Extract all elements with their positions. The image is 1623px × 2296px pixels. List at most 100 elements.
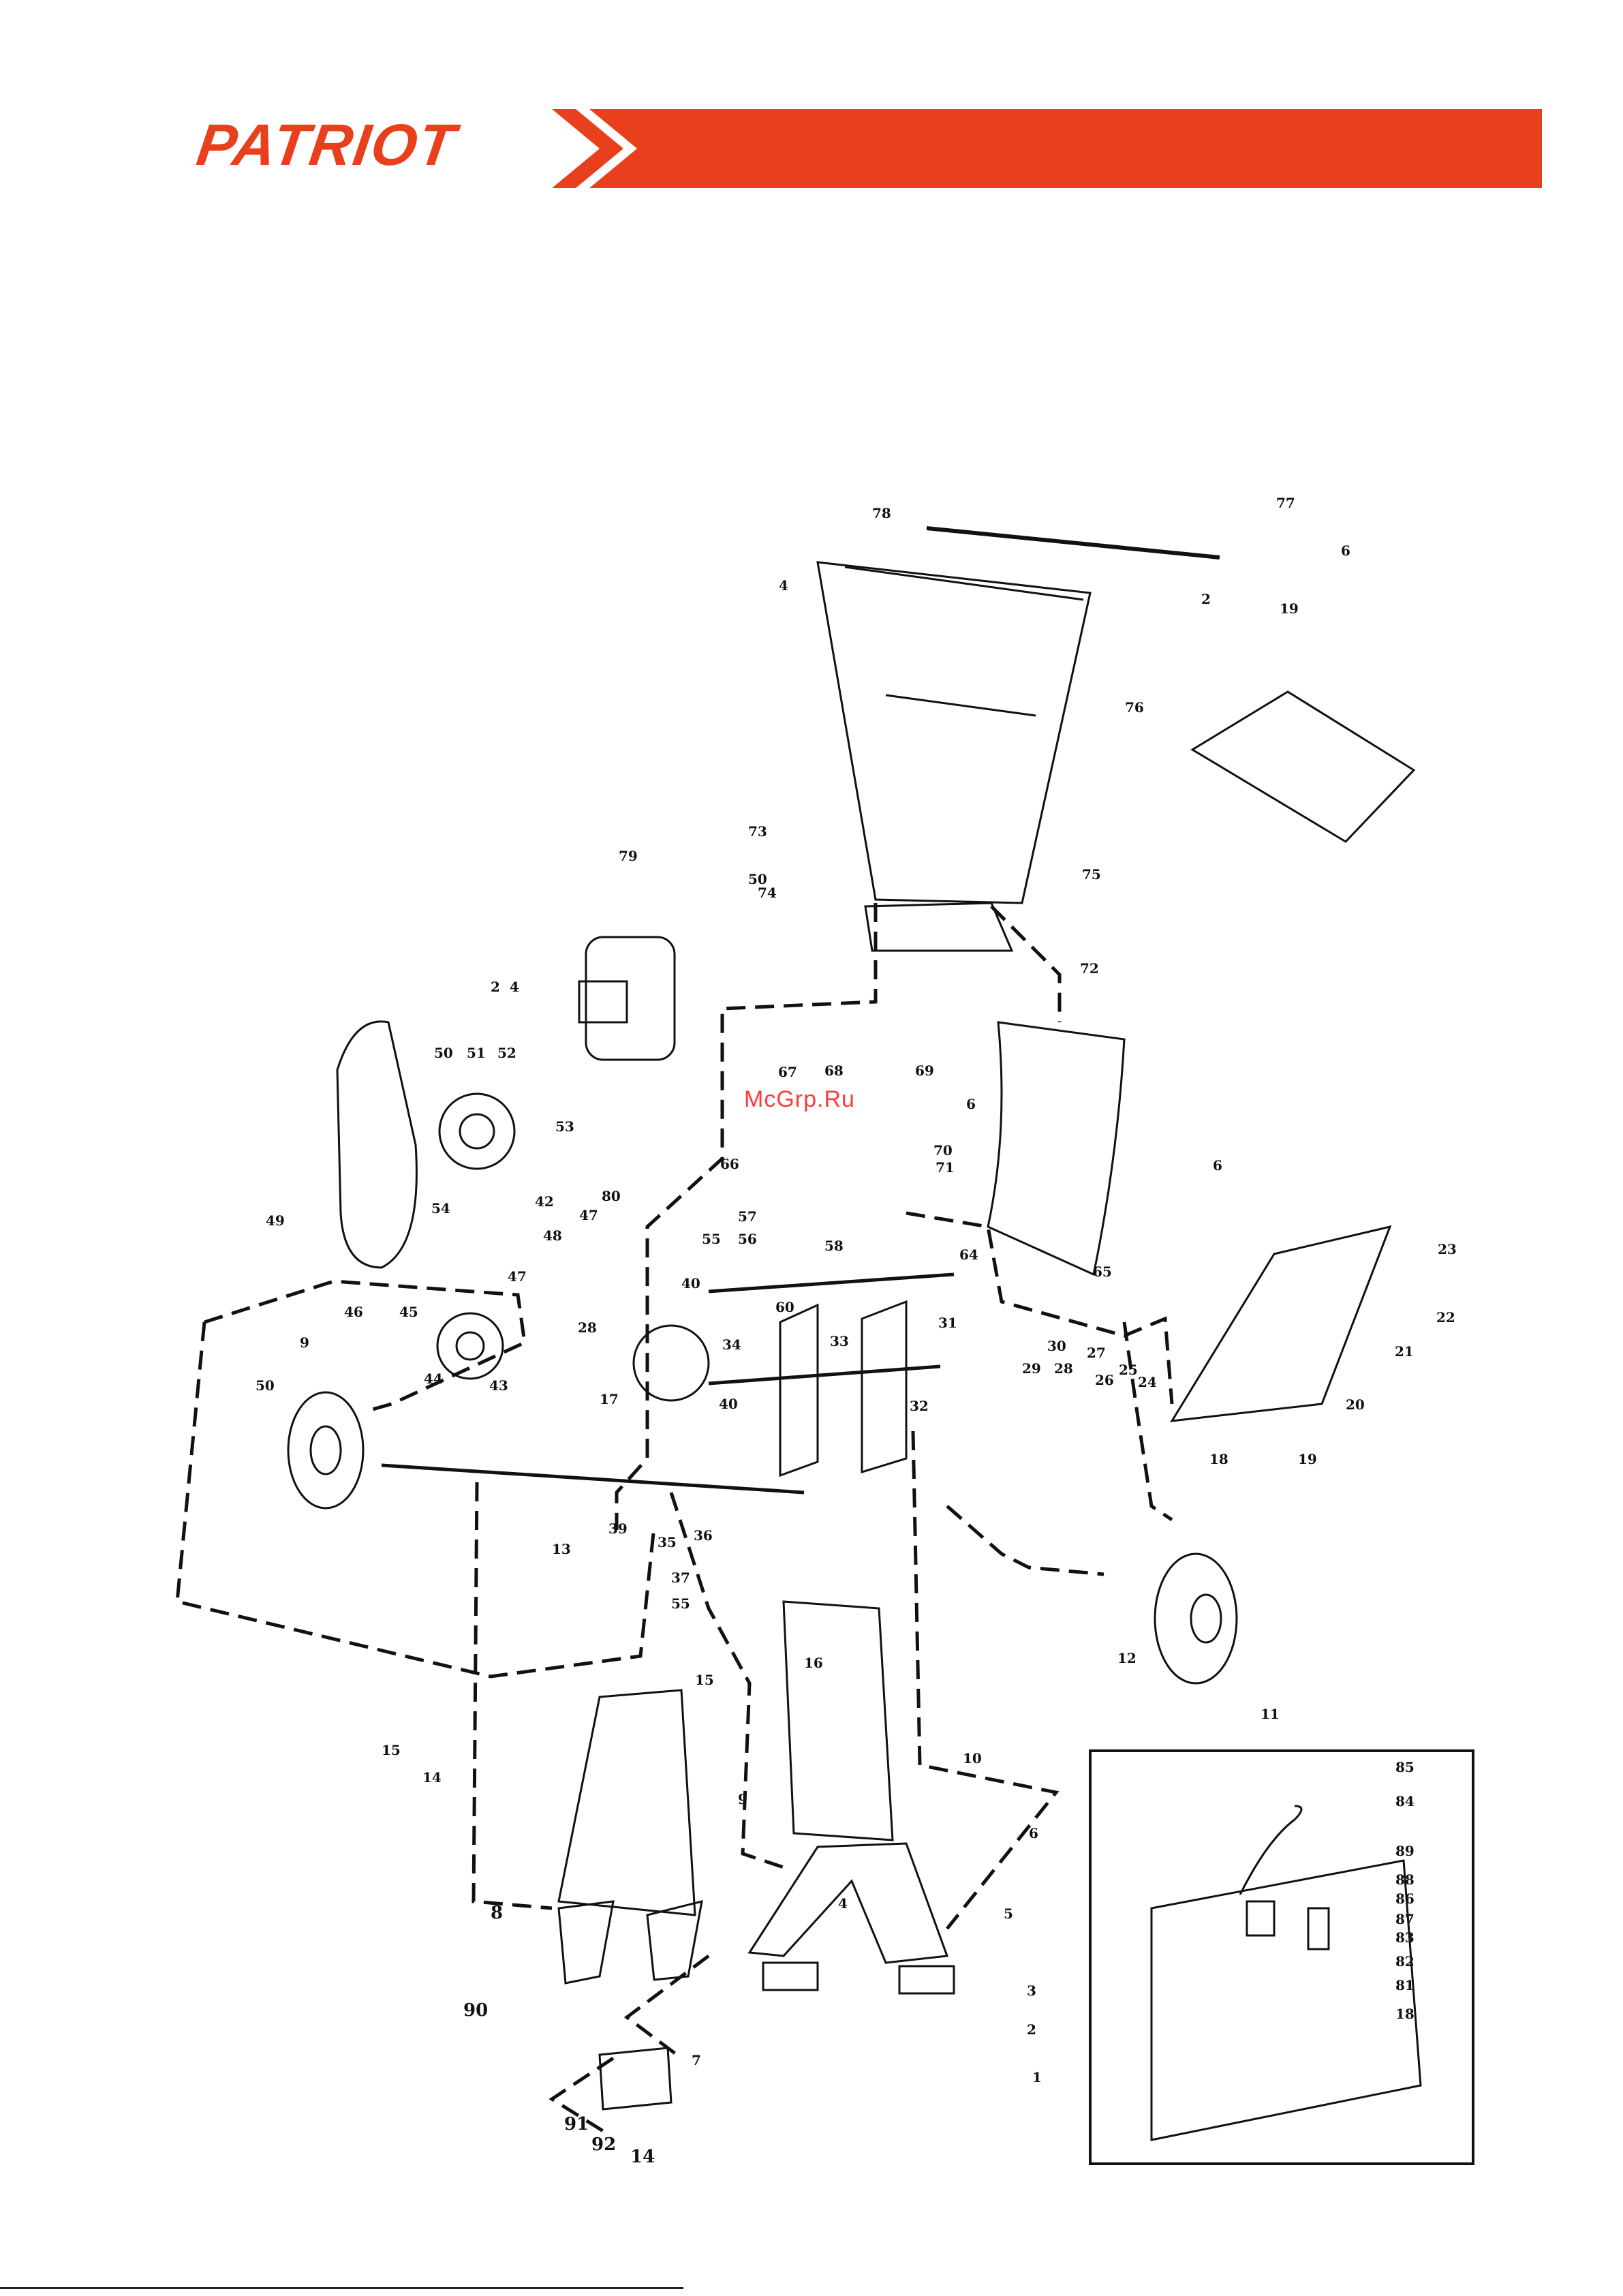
belt-guard: [336, 1020, 418, 1269]
callout-68: 68: [824, 1062, 844, 1079]
callout-52: 52: [497, 1045, 516, 1061]
callout-27: 27: [1087, 1345, 1106, 1361]
engine-block: [585, 936, 676, 1061]
drive-pulley: [436, 1312, 504, 1380]
callout-24: 24: [1138, 1374, 1157, 1390]
callout-47: 47: [508, 1268, 527, 1285]
callout-39: 39: [608, 1520, 628, 1537]
callout-18: 18: [1209, 1451, 1228, 1467]
callout-73: 73: [748, 823, 767, 840]
callout-14: 14: [630, 2147, 655, 2167]
callout-5: 5: [1004, 1905, 1013, 1922]
inset-box: [1089, 1749, 1474, 2165]
callout-66: 66: [720, 1156, 739, 1172]
callout-16: 16: [804, 1655, 823, 1671]
pulley: [438, 1092, 516, 1170]
callout-50: 50: [748, 871, 767, 887]
callout-79: 79: [619, 848, 638, 864]
callout-85: 85: [1395, 1759, 1415, 1775]
hopper-cover-plate: [1190, 690, 1416, 843]
callout-20: 20: [1346, 1396, 1365, 1413]
callout-88: 88: [1395, 1871, 1415, 1888]
callout-9: 9: [300, 1334, 309, 1351]
callout-45: 45: [399, 1304, 418, 1320]
callout-9: 9: [738, 1791, 747, 1807]
callout-78: 78: [872, 505, 891, 521]
callout-69: 69: [915, 1062, 934, 1079]
callout-6: 6: [1213, 1157, 1222, 1174]
callout-76: 76: [1125, 699, 1144, 716]
callout-4: 4: [510, 979, 519, 995]
callout-23: 23: [1438, 1241, 1457, 1257]
callout-3: 3: [1027, 1983, 1036, 1999]
callout-34: 34: [722, 1336, 741, 1353]
callout-25: 25: [1119, 1362, 1138, 1378]
callout-6: 6: [1029, 1825, 1038, 1841]
callout-4: 4: [838, 1895, 848, 1912]
flywheel-disc: [632, 1324, 710, 1402]
header-band: [552, 109, 1542, 188]
callout-36: 36: [694, 1527, 713, 1544]
callout-30: 30: [1047, 1338, 1066, 1354]
callout-92: 92: [591, 2134, 616, 2155]
callout-35: 35: [658, 1534, 677, 1550]
screen-plate: [782, 1600, 894, 1841]
callout-33: 33: [830, 1333, 849, 1349]
callout-7: 7: [692, 2052, 701, 2068]
callout-72: 72: [1080, 960, 1099, 977]
callout-87: 87: [1395, 1911, 1415, 1927]
callout-64: 64: [959, 1246, 978, 1263]
hopper-flange: [864, 902, 1014, 952]
callout-82: 82: [1395, 1953, 1415, 1970]
callout-2: 2: [491, 979, 500, 995]
side-plate-right: [861, 1300, 908, 1474]
callout-57: 57: [738, 1208, 757, 1225]
callout-91: 91: [564, 2114, 589, 2134]
footer-divider: [0, 2287, 683, 2289]
callout-19: 19: [1298, 1451, 1317, 1467]
callout-71: 71: [936, 1159, 955, 1176]
callout-74: 74: [758, 885, 777, 901]
callout-4: 4: [779, 577, 788, 594]
callout-29: 29: [1022, 1360, 1041, 1377]
callout-14: 14: [422, 1769, 442, 1786]
callout-70: 70: [933, 1142, 953, 1159]
rotor-shaft: [708, 1272, 955, 1294]
callout-46: 46: [344, 1304, 363, 1320]
callout-32: 32: [910, 1398, 929, 1414]
callout-77: 77: [1276, 495, 1295, 511]
hopper-outline: [816, 561, 1092, 904]
foot-guard: [598, 2047, 673, 2111]
callout-81: 81: [1395, 1977, 1415, 1993]
stand-frame: [747, 1842, 949, 1964]
callout-56: 56: [738, 1231, 757, 1247]
side-plate-left: [779, 1303, 819, 1478]
callout-12: 12: [1117, 1650, 1137, 1666]
callout-15: 15: [382, 1742, 401, 1758]
right-wheel: [1154, 1552, 1238, 1685]
callout-40: 40: [719, 1396, 738, 1412]
callout-86: 86: [1395, 1891, 1415, 1907]
callout-21: 21: [1395, 1343, 1414, 1360]
callout-80: 80: [602, 1188, 621, 1204]
callout-28: 28: [1054, 1360, 1073, 1377]
inset-mount-plate: [1150, 1859, 1422, 2141]
callout-31: 31: [938, 1315, 957, 1331]
callout-50: 50: [434, 1045, 453, 1061]
page-header: PATRIOT: [0, 0, 1623, 204]
callout-53: 53: [555, 1118, 574, 1135]
callout-22: 22: [1436, 1309, 1455, 1326]
callout-65: 65: [1093, 1264, 1112, 1280]
callout-42: 42: [535, 1193, 554, 1210]
callout-17: 17: [600, 1391, 619, 1407]
left-wheel: [287, 1391, 365, 1510]
callout-60: 60: [775, 1299, 794, 1315]
axle: [381, 1463, 805, 1495]
callout-2: 2: [1027, 2021, 1036, 2038]
discharge-chute: [987, 1021, 1126, 1276]
callout-48: 48: [543, 1227, 562, 1244]
callout-54: 54: [431, 1200, 450, 1216]
callout-44: 44: [424, 1371, 443, 1387]
callout-1: 1: [1032, 2069, 1042, 2085]
callout-15: 15: [695, 1672, 714, 1688]
